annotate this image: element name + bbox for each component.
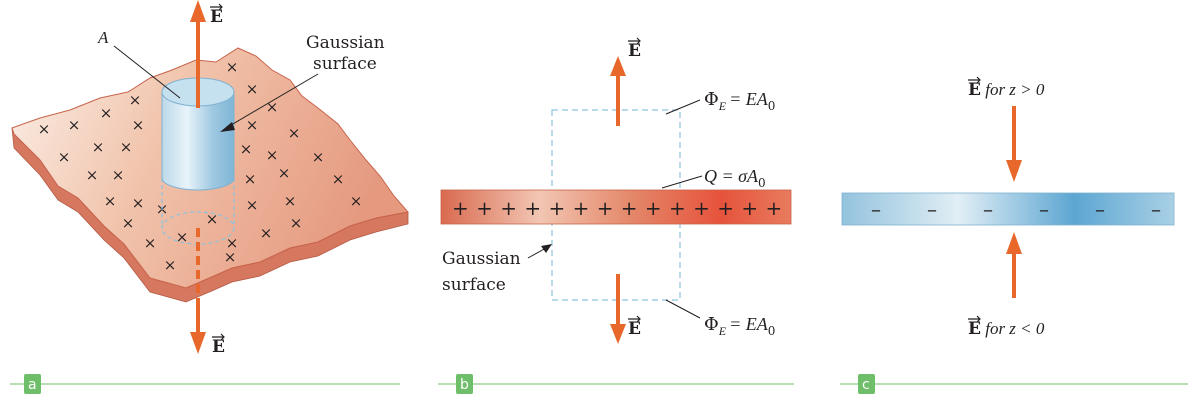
label-e-top-b: E — [628, 41, 641, 61]
panel-a: ×××××××××××××××××××××××××××××××××××× E E… — [11, 0, 409, 357]
cross-mark: × — [240, 140, 253, 158]
panel-tag-a: a — [10, 374, 400, 394]
cross-mark: × — [100, 104, 113, 122]
cross-mark: × — [38, 120, 51, 138]
minus-mark: – — [1095, 197, 1105, 221]
cross-mark: × — [290, 214, 303, 232]
cross-mark: × — [129, 91, 142, 109]
label-charge: Q = σA0 — [704, 166, 766, 190]
cross-mark: × — [206, 210, 219, 228]
label-flux-top: ΦE= EA0 — [704, 89, 775, 113]
minus-mark: – — [871, 197, 881, 221]
leader-gaussian-b-head — [541, 244, 552, 253]
leader-flux-bottom — [665, 299, 701, 319]
panel-tag-c-label: c — [862, 377, 870, 393]
vector-hat-bottom-c — [968, 315, 981, 323]
field-arrow-b-down-head — [610, 324, 626, 344]
cross-mark: × — [350, 192, 363, 210]
label-e-top-a: E — [210, 7, 223, 27]
leader-charge — [661, 175, 703, 189]
cross-mark: × — [176, 228, 189, 246]
vector-hat-top-a — [210, 3, 223, 11]
cross-mark: × — [122, 214, 135, 232]
label-gaussian-a-1: Gaussian — [306, 33, 385, 53]
plus-row-b: + + + + + + + + + + + + + + — [452, 196, 783, 220]
cross-mark: × — [132, 116, 145, 134]
vector-hat-bottom-b — [628, 315, 641, 323]
panel-b: + + + + + + + + + + + + + + E E ΦE= EA0 … — [440, 37, 792, 344]
minus-mark: – — [983, 197, 993, 221]
cross-mark: × — [246, 196, 259, 214]
cross-mark: × — [260, 224, 273, 242]
cross-mark: × — [164, 256, 177, 274]
panel-tag-c: c — [840, 374, 1188, 394]
field-arrow-b-up-head — [610, 56, 626, 76]
field-arrow-c-top-head — [1006, 160, 1022, 182]
cross-mark: × — [226, 58, 239, 76]
cross-mark: × — [284, 192, 297, 210]
field-arrow-down-head — [190, 332, 206, 354]
panel-tag-a-label: a — [28, 377, 37, 393]
label-e-bottom-b: E — [628, 319, 641, 339]
field-arrow-c-bottom-head — [1006, 232, 1022, 254]
panel-tag-b: b — [438, 374, 794, 394]
cross-mark: × — [226, 234, 239, 252]
label-area-a: A — [97, 28, 109, 47]
vector-hat-top-c — [968, 76, 981, 84]
cross-mark: × — [120, 138, 133, 156]
cross-mark: × — [244, 170, 257, 188]
minus-mark: – — [927, 197, 937, 221]
label-gaussian-b-2: surface — [442, 275, 506, 295]
leader-gaussian-a — [225, 73, 319, 129]
leader-area — [113, 45, 181, 99]
cross-mark: × — [278, 164, 291, 182]
panel-tag-b-label: b — [460, 377, 469, 393]
cross-mark: × — [68, 116, 81, 134]
charged-sheet-b — [440, 189, 792, 225]
cross-mark: × — [246, 116, 259, 134]
label-gaussian-b-1: Gaussian — [442, 249, 521, 269]
cross-mark: × — [92, 138, 105, 156]
leader-gaussian-b — [527, 247, 547, 259]
vector-hat-top-b — [628, 37, 641, 45]
cross-mark: × — [132, 194, 145, 212]
leader-flux-top — [665, 99, 701, 115]
label-gaussian-a-2: surface — [313, 54, 377, 74]
cross-mark: × — [112, 166, 125, 184]
cross-mark: × — [86, 166, 99, 184]
field-arrow-up-head — [190, 0, 206, 22]
label-e-bottom-a: E — [212, 337, 225, 357]
cross-mark: × — [312, 148, 325, 166]
label-flux-bottom: ΦE= EA0 — [704, 314, 775, 338]
cross-mark: × — [246, 80, 259, 98]
cross-marks: ×××××××××××××××××××××××××××××××××××× — [38, 58, 363, 274]
minus-mark: – — [1151, 197, 1161, 221]
cross-mark: × — [144, 234, 157, 252]
label-field-c-bottom: E for z < 0 — [968, 319, 1045, 339]
cross-mark: × — [332, 170, 345, 188]
cross-mark: × — [288, 124, 301, 142]
gaussian-cylinder-body — [161, 91, 235, 191]
minus-mark: – — [1039, 197, 1049, 221]
leader-gaussian-a-head — [220, 122, 235, 132]
cross-mark: × — [58, 148, 71, 166]
charged-sheet-c — [841, 192, 1175, 226]
cross-mark: × — [224, 248, 237, 266]
vector-hat-bottom-a — [212, 333, 225, 341]
cross-mark: × — [104, 192, 117, 210]
minus-marks: –––––– — [871, 197, 1161, 221]
cross-mark: × — [266, 146, 279, 164]
panel-c: – – – – – – E for z > 0 E for z < 0 — [841, 76, 1175, 339]
label-field-c-top: E for z > 0 — [968, 80, 1045, 100]
